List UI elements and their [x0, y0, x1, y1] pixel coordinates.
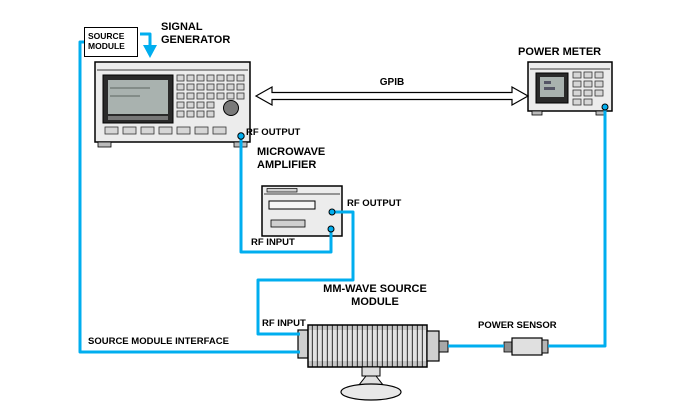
amp-rf-output-label: RF OUTPUT [347, 198, 402, 209]
sg-knob [223, 100, 239, 116]
amp-to-module-cable [256, 210, 355, 336]
microwave-amplifier-label: MICROWAVE AMPLIFIER [257, 146, 326, 171]
pm-sensor-port [601, 103, 609, 111]
amp-rf-output-port [328, 208, 336, 216]
pm-buttons [572, 71, 604, 106]
module-rf-input-label: RF INPUT [262, 318, 306, 329]
amp-rf-input-label: RF INPUT [251, 237, 295, 248]
source-module-arrow-line [140, 32, 152, 46]
sg-screen [102, 74, 174, 124]
pm-screen [535, 72, 569, 104]
source-module-interface-label: SOURCE MODULE INTERFACE [88, 336, 229, 347]
power-sensor-device [503, 337, 549, 356]
sg-softkey-row [104, 126, 227, 135]
power-sensor-label: POWER SENSOR [478, 320, 557, 331]
sg-rf-output-label: RF OUTPUT [246, 127, 301, 138]
signal-generator-label: SIGNAL GENERATOR [161, 21, 231, 46]
source-module-callout-box: SOURCE MODULE [84, 27, 138, 57]
module-right-connector [426, 330, 440, 362]
module-stand [340, 366, 402, 401]
source-module-arrow [143, 45, 157, 58]
source-module-interface-cable [78, 40, 300, 354]
amp-rf-input-port [327, 225, 335, 233]
sensor-to-meter-cable [548, 108, 607, 348]
signal-generator [94, 61, 251, 148]
gpib-label: GPIB [379, 77, 405, 88]
sg-to-amp-cable [239, 138, 333, 254]
gpib-bus-arrow [254, 85, 530, 107]
sg-rf-output-port [237, 132, 245, 140]
mm-wave-module-label: MM-WAVE SOURCE MODULE [323, 283, 427, 308]
mm-wave-source-module [297, 324, 449, 401]
power-meter [527, 61, 613, 116]
power-meter-label: POWER METER [518, 46, 602, 58]
sg-keypad [176, 74, 245, 118]
